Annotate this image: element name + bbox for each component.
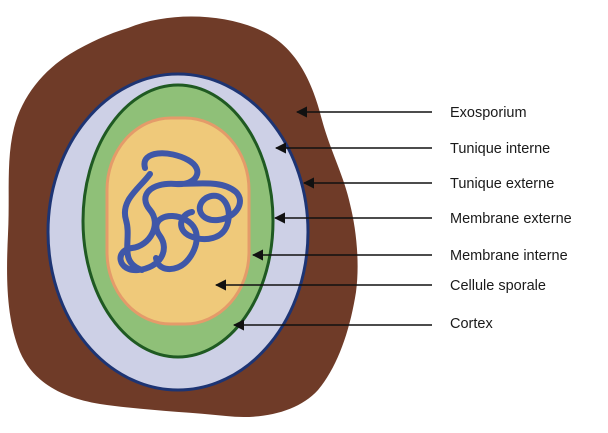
label-membrane-interne: Membrane interne [450, 248, 568, 264]
label-tunique-externe: Tunique externe [450, 176, 554, 192]
label-cortex: Cortex [450, 316, 493, 332]
label-cellule-sporale: Cellule sporale [450, 278, 546, 294]
label-tunique-interne: Tunique interne [450, 141, 550, 157]
label-membrane-externe: Membrane externe [450, 211, 572, 227]
label-exosporium: Exosporium [450, 105, 527, 121]
